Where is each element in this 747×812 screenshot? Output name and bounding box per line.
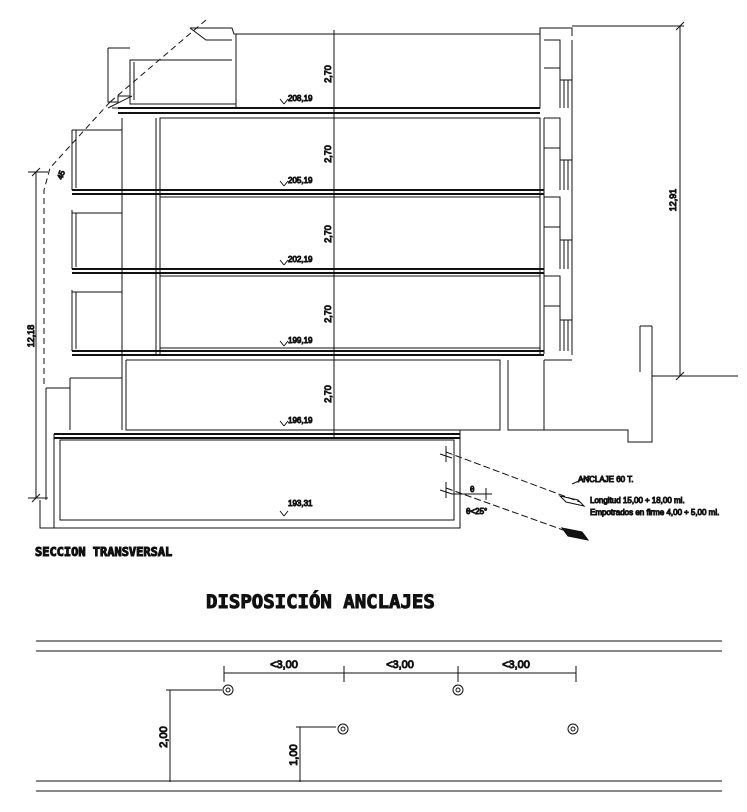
anchor-layout-plan: DISPOSICIÓN ANCLAJES <3,00 <3,00 <3,00 2… [36,589,722,792]
room-floor-4 [159,117,541,191]
ground-left-annex [45,377,123,430]
level-label-193: 193,31 [288,499,313,508]
total-height-left-line [28,167,48,503]
level-label-205: 205,19 [288,176,313,185]
anchor-angle-label: θ<25° [466,507,487,516]
total-height-left-label: 12,18 [26,325,36,348]
spacing-label-2: <3,00 [386,659,414,671]
slope-label: 45 [55,169,67,181]
section-caption: SECCION TRANSVERSAL [35,545,172,559]
anchor-angle-symbol: θ [470,485,475,494]
vertical-offset-label: 2,00 [158,726,170,747]
anchor-upper-bulb [558,495,586,507]
anchor-lower [445,487,581,537]
slabs [72,189,544,356]
anchor-markers [222,684,579,735]
slab-top [118,107,540,114]
floor-height-label-5: 2,70 [323,385,333,403]
anchor-marker-1 [222,684,234,696]
roof-eave [107,95,133,109]
total-height-right-line [572,21,685,381]
street-level-right [544,325,738,443]
anchor-angle-marks [452,488,492,500]
room-floor-2 [159,275,541,349]
spacing-label-3: <3,00 [502,659,530,671]
layout-title: DISPOSICIÓN ANCLAJES [206,589,435,613]
roof-cornice-left [107,27,232,103]
main-structure [121,118,545,354]
anchor-title: ANCLAJE 60 T. [578,475,633,484]
right-balconies [544,39,573,355]
anchor-length: Longitud 15,00 ÷ 18,00 ml. [590,496,685,505]
level-label-208: 208,19 [288,94,313,103]
spacing-dimension-line [223,666,577,682]
room-floor-3 [159,196,541,270]
anchor-upper [445,451,581,503]
anchor-upper-head [439,446,453,462]
ground-floor [121,355,572,431]
level-label-196: 196,19 [288,416,313,425]
anchor-embed: Empotrados en firme 4,00 ÷ 5,00 ml. [590,508,719,517]
basement-slab [54,433,460,439]
anchor-marker-4 [567,723,579,735]
plan-bottom-lines [36,780,722,792]
plan-top-lines [36,640,722,652]
level-label-202: 202,19 [288,255,313,264]
floor-height-label-1: 2,70 [323,65,333,83]
anchor-marker-3 [337,723,349,735]
roof-cornice [190,27,573,109]
setback-dashed-line [43,19,207,385]
left-foundation [39,430,54,529]
basement-walls [53,430,461,529]
level-markers [279,98,289,517]
row-offset-label: 1,00 [288,744,300,765]
row-offset-line [296,726,336,782]
anchor-marker-2 [452,684,464,696]
floor-height-label-4: 2,70 [323,305,333,323]
level-label-199: 199,19 [288,336,313,345]
left-balconies [71,129,122,351]
floor-height-label-3: 2,70 [323,225,333,243]
floor-rooms [72,117,544,356]
top-floor-room [235,34,541,109]
anchor-lower-head [439,482,453,498]
basement-room [59,439,455,521]
anchor-lower-bulb [560,527,590,541]
anchor-callout-leader [571,475,591,485]
anchor-detail [439,446,591,541]
floor-dimension-line [330,30,338,438]
floor-height-label-2: 2,70 [323,145,333,163]
spacing-label-1: <3,00 [270,659,298,671]
transverse-section: 208,19 205,19 202,19 199,19 196,19 193,3… [26,19,738,560]
total-height-right-label: 12,91 [668,189,678,212]
vertical-offset-line [166,689,222,782]
